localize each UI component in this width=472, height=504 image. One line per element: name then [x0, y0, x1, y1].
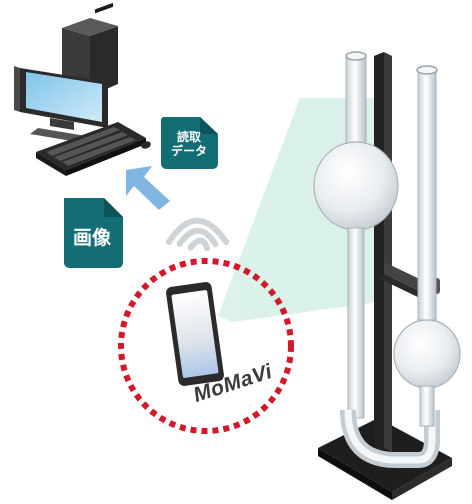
image-label: 画像	[72, 227, 111, 249]
computer-icon	[14, 2, 151, 176]
tablet-icon	[166, 282, 224, 386]
keyboard-keys	[46, 127, 136, 166]
read-data-label-line1: 読取	[176, 130, 201, 144]
arrow-up-icon	[126, 166, 170, 210]
read-data-label-line2: データ	[170, 143, 207, 158]
read-data-label: 読取 データ	[160, 130, 218, 159]
device-highlight-circle	[118, 258, 294, 434]
document-icon	[64, 198, 123, 268]
glass-viscometer-icon	[313, 51, 461, 500]
wifi-icon	[165, 217, 230, 252]
document-icon	[161, 117, 218, 169]
